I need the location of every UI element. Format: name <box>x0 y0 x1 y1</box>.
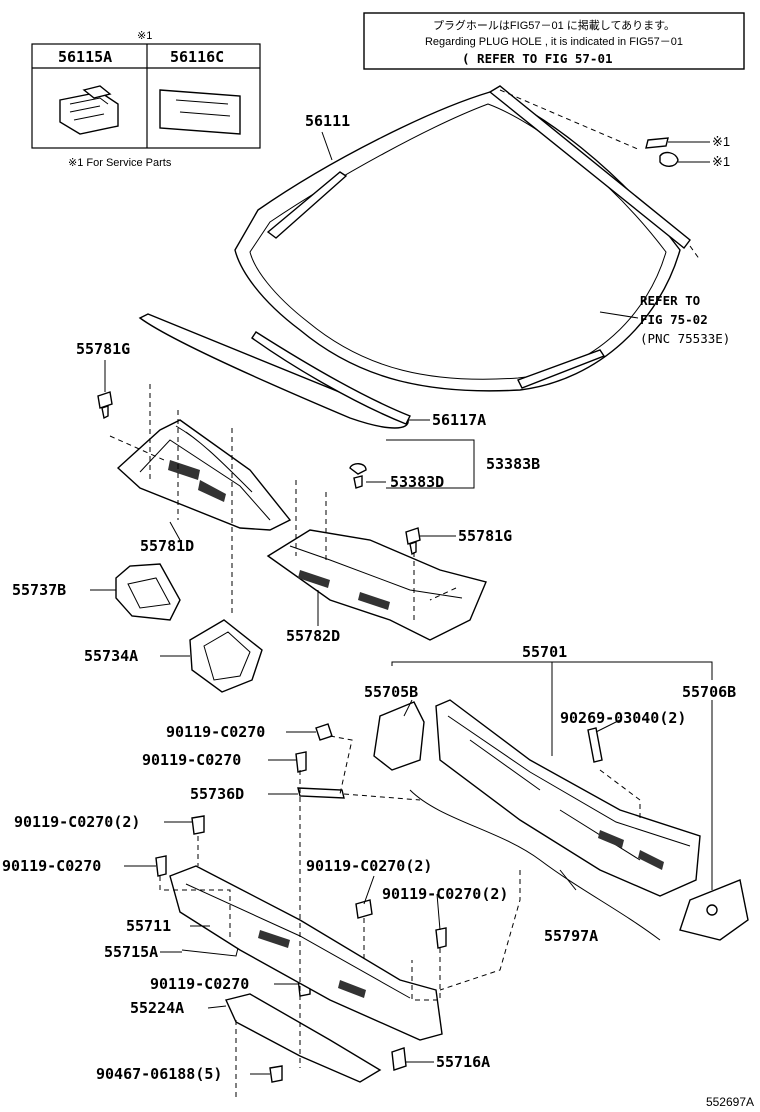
windshield-glass <box>234 85 701 392</box>
label-90269-03040: 90269-03040(2) <box>560 709 686 727</box>
bracket-55736D <box>297 787 345 799</box>
label-53383D: 53383D <box>390 473 444 491</box>
refer-line-3: (PNC 75533E) <box>640 331 730 346</box>
windshield-moldings <box>138 313 411 429</box>
label-55736D: 55736D <box>190 785 244 803</box>
label-55781D: 55781D <box>140 537 194 555</box>
service-clips: ※1 ※1 <box>645 134 730 169</box>
cowl-panel-55701 <box>435 699 701 897</box>
clip-53383D <box>349 463 367 489</box>
label-55701: 55701 <box>522 643 567 661</box>
clip-56115A-drawing <box>59 85 119 135</box>
reference-note-box: プラグホールはFIG57－01 に掲載してあります。 Regarding PLU… <box>363 12 745 70</box>
refer-line-2: FIG 75-02 <box>640 312 708 327</box>
tape-56116C-drawing <box>159 89 241 135</box>
label-55711: 55711 <box>126 917 171 935</box>
label-55716A: 55716A <box>436 1053 490 1071</box>
bracket-55715A <box>181 947 239 957</box>
bracket-55705B <box>373 701 425 771</box>
cowl-louver-right <box>266 480 487 641</box>
silencer-55224A <box>225 993 382 1083</box>
bolt-90269 <box>587 727 603 763</box>
note-line-refer: ( REFER TO FIG 57-01 <box>462 51 613 66</box>
label-55706B: 55706B <box>682 683 736 701</box>
label-55224A: 55224A <box>130 999 184 1017</box>
refer-line-1: REFER TO <box>640 293 700 308</box>
label-55705B: 55705B <box>364 683 418 701</box>
label-56115A: 56115A <box>58 48 112 66</box>
clip-55781G-right <box>405 527 421 556</box>
bolts-90119 <box>155 723 447 1083</box>
label-55737B: 55737B <box>12 581 66 599</box>
clip-55781G-left <box>97 380 113 420</box>
clip-55716A <box>391 1047 407 1071</box>
label-90119-f: 90119-C0270(2) <box>382 885 508 903</box>
part-labels: 56111 55781G 56117A 53383B 53383D 55781D… <box>2 112 736 1083</box>
label-56116C: 56116C <box>170 48 224 66</box>
service-mark-1: ※1 <box>712 134 730 149</box>
bracket-55706B <box>679 879 749 941</box>
service-table-mark: ※1 <box>137 30 152 42</box>
label-55797A: 55797A <box>544 927 598 945</box>
label-90119-g: 90119-C0270 <box>150 975 249 993</box>
label-90119-b: 90119-C0270 <box>142 751 241 769</box>
label-56117A: 56117A <box>432 411 486 429</box>
seal-55734A <box>189 619 263 693</box>
assembly-dashed-lines <box>159 587 641 1100</box>
label-55782D: 55782D <box>286 627 340 645</box>
label-90119-c: 90119-C0270(2) <box>14 813 140 831</box>
figure-id: 552697A <box>706 1095 754 1109</box>
label-55781G-right: 55781G <box>458 527 512 545</box>
service-mark-2: ※1 <box>712 154 730 169</box>
seal-55737B <box>115 563 181 621</box>
cable-55797A <box>409 789 661 941</box>
label-55781G-left: 55781G <box>76 340 130 358</box>
refer-fig-75-02: REFER TO FIG 75-02 (PNC 75533E) <box>599 293 730 346</box>
cowl-louver-left <box>109 384 292 616</box>
label-90119-d: 90119-C0270 <box>2 857 101 875</box>
leader-lines <box>90 131 713 1075</box>
service-parts-table: ※1 56115A 56116C ※1 For Service Parts <box>31 30 261 169</box>
label-56111: 56111 <box>305 112 350 130</box>
service-footnote: ※1 For Service Parts <box>68 157 172 169</box>
label-55734A: 55734A <box>84 647 138 665</box>
note-line-en: Regarding PLUG HOLE , it is indicated in… <box>425 36 683 48</box>
label-55715A: 55715A <box>104 943 158 961</box>
label-53383B: 53383B <box>486 455 540 473</box>
note-line-jp: プラグホールはFIG57－01 に掲載してあります。 <box>433 18 675 32</box>
label-90467-06188: 90467-06188(5) <box>96 1065 222 1083</box>
label-90119-a: 90119-C0270 <box>166 723 265 741</box>
label-90119-e: 90119-C0270(2) <box>306 857 432 875</box>
